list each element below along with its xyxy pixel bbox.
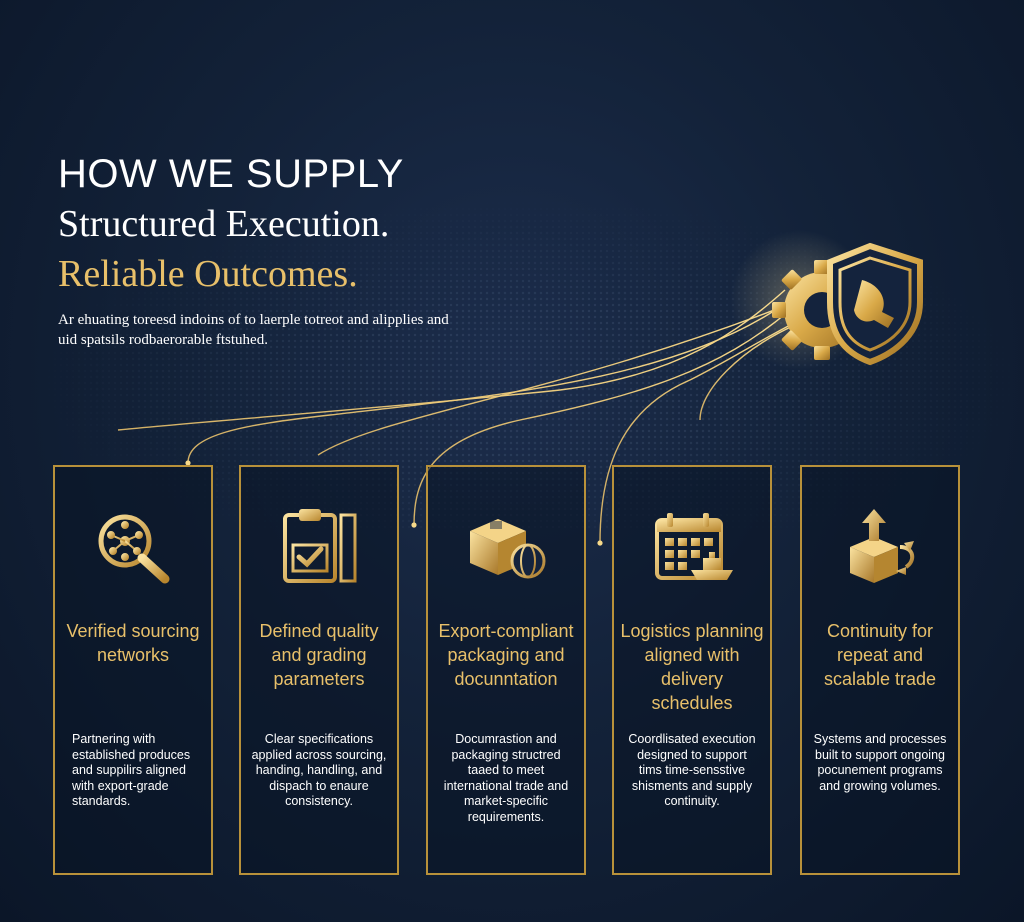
card-quality-grading: Defined quality and grading parameters C… [239, 465, 399, 875]
intro-text: Ar ehuating toreesd indoins of to laerpl… [58, 312, 449, 348]
card-title: Continuity for repeat and scalable trade [823, 621, 937, 689]
card-body: Systems and processes built to support o… [813, 732, 947, 793]
card-title: Export-compliant packaging and docunntat… [438, 621, 574, 689]
calendar-ship-icon [644, 507, 744, 587]
connector-line [317, 299, 801, 456]
card-export-packaging: Export-compliant packaging and docunntat… [426, 465, 586, 875]
box-globe-icon [458, 507, 558, 587]
connector-line [187, 299, 791, 464]
connector-line [117, 289, 786, 431]
card-body: Coordlisated execution designed to suppo… [628, 732, 756, 808]
box-arrows-icon [832, 507, 932, 587]
card-title: Verified sourcing networks [66, 621, 200, 665]
card-title: Logistics planning aligned with delivery… [620, 621, 764, 713]
clipboard-check-ruler-icon [271, 507, 371, 587]
card-logistics-planning: Logistics planning aligned with delivery… [612, 465, 772, 875]
connector-node [411, 522, 417, 528]
card-continuity: Continuity for repeat and scalable trade… [800, 465, 960, 875]
card-title: Defined quality and grading parameters [259, 621, 379, 689]
headline-accent: Reliable Outcomes. [58, 253, 358, 295]
card-body: Partnering with established produces and… [72, 732, 191, 808]
shield-gear-icon [772, 242, 923, 366]
section-kicker: HOW WE SUPPLY [58, 152, 404, 196]
connector-node [597, 540, 603, 546]
headline: Structured Execution. [58, 203, 390, 245]
connector-line [413, 309, 791, 526]
card-body: Documrastion and packaging structred taa… [443, 732, 569, 824]
card-body: Clear specifications applied across sour… [251, 732, 387, 808]
connector-node [185, 460, 191, 466]
card-verified-sourcing: Verified sourcing networks Partnering wi… [53, 465, 213, 875]
network-magnifier-icon [85, 507, 185, 587]
